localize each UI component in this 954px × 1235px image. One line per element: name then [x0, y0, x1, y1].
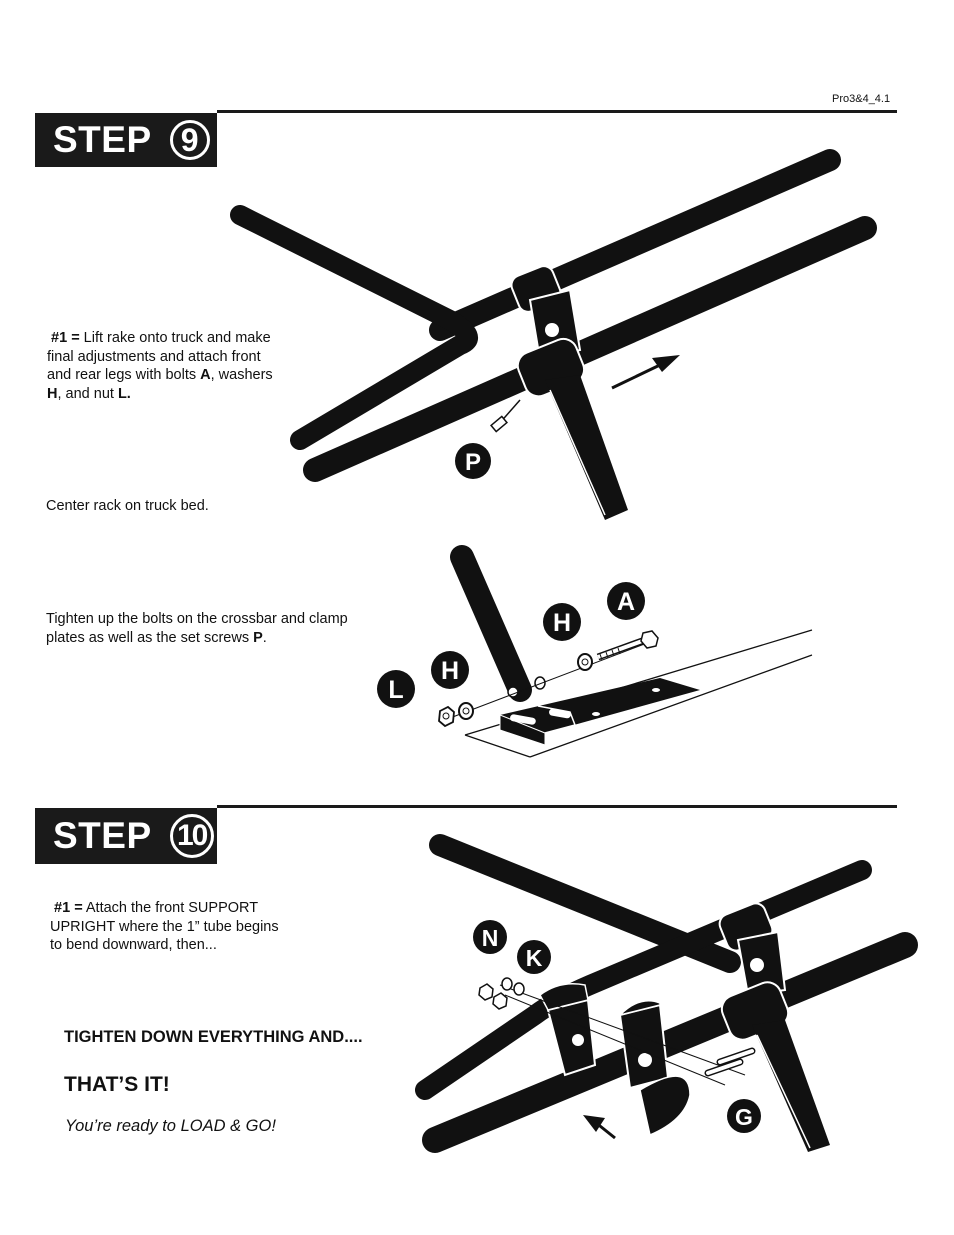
step10-rule: [217, 805, 897, 808]
label-n: N: [473, 920, 507, 954]
step9-word: STEP: [53, 119, 152, 160]
bolt-a-head: [640, 630, 659, 649]
front-clamp-cap-right: [617, 1000, 661, 1017]
step9-instr1-line1: Lift rake onto truck and make: [79, 330, 271, 346]
step9-number: 9: [169, 120, 210, 160]
step10-lead: #1 =: [54, 900, 83, 916]
step9-instruction-1: #1 = Lift rake onto truck and make final…: [47, 329, 307, 403]
tighten-heading: TIGHTEN DOWN EVERYTHING AND....: [64, 1028, 363, 1046]
step10-word: STEP: [53, 815, 152, 856]
label-h-lower-text: H: [441, 657, 459, 685]
direction-arrow-icon: [611, 362, 663, 390]
nut-n-2: [492, 992, 508, 1010]
step9-rack-illustration: [230, 149, 877, 520]
step9-screw-ref: P: [253, 629, 263, 646]
label-a: A: [607, 582, 645, 620]
bolt-axis: [449, 639, 656, 719]
label-l-text: L: [388, 676, 403, 704]
step9-bolt-ref: A: [200, 367, 211, 383]
label-p-text: P: [465, 449, 481, 476]
leg-tube: [450, 545, 532, 702]
label-k: K: [517, 940, 551, 974]
washer-k-1: [501, 977, 513, 991]
step10-bolt-axis-2: [504, 994, 726, 1086]
lower-crossbar-tube: [303, 216, 877, 482]
step10-lower-tube: [422, 932, 918, 1153]
front-clamp-plate-right: [618, 1003, 670, 1090]
front-clamp-cap-left: [539, 983, 589, 1011]
step9-header: STEP 9: [35, 113, 217, 167]
step10-bolt-axis-1: [499, 984, 746, 1076]
step10-instr1-line2: UPRIGHT where the 1” tube begins: [50, 918, 279, 935]
ready-tagline: You’re ready to LOAD & GO!: [65, 1117, 276, 1135]
label-g-text: G: [735, 1104, 753, 1130]
step10-instruction-1: #1 = Attach the front SUPPORT UPRIGHT wh…: [50, 899, 320, 955]
step9-instr3-line2a: plates as well as the set screws: [46, 629, 254, 646]
document-code: Pro3&4_4.1: [832, 93, 891, 105]
step10-instr1-line3: to bend downward, then...: [50, 937, 217, 953]
step9-instr3-line2b: .: [262, 629, 267, 646]
step10-header: STEP 10: [35, 808, 217, 864]
step9-instr1-line3b: , washers: [210, 367, 273, 383]
part-labels: P A H H L N K G: [377, 443, 761, 1133]
label-k-text: K: [526, 945, 543, 971]
label-h-lower: H: [431, 651, 469, 689]
label-n-text: N: [482, 925, 499, 951]
label-p: P: [455, 443, 491, 479]
step9-exploded-view: [438, 545, 813, 758]
step10-number: 10: [169, 814, 214, 858]
label-g: G: [727, 1099, 761, 1133]
thats-it-heading: THAT’S IT!: [64, 1073, 170, 1096]
step9-lead: #1 =: [51, 330, 80, 346]
step9-instr3-line1: Tighten up the bolts on the crossbar and…: [46, 611, 348, 627]
label-h-upper-text: H: [553, 609, 571, 637]
rear-support-leg: [752, 1020, 830, 1152]
step9-instruction-3: Tighten up the bolts on the crossbar and…: [46, 610, 386, 647]
step9-washer-ref: H: [47, 385, 58, 402]
step9-instr1-line2: final adjustments and attach front: [47, 348, 261, 365]
front-saddle: [639, 1075, 691, 1137]
step9-instr1-line4a: , and nut: [57, 385, 118, 402]
step10-rack-illustration: [415, 834, 918, 1153]
step10-instr1-line1: Attach the front SUPPORT: [82, 900, 259, 916]
step9-instruction-2: Center rack on truck bed.: [46, 498, 209, 514]
step9-nut-ref: L.: [117, 385, 131, 402]
step9-instr1-line3a: and rear legs with bolts: [47, 367, 201, 383]
support-leg: [545, 375, 628, 520]
label-l: L: [377, 670, 415, 708]
plate-hole: [545, 323, 559, 337]
rake-tube: [230, 205, 478, 450]
nut-n-1: [478, 983, 494, 1001]
upper-crossbar-tube: [429, 149, 841, 341]
label-h-upper: H: [543, 603, 581, 641]
bed-clamp-plate: [500, 678, 700, 733]
washer-k-2: [513, 982, 525, 996]
step9-rule: [217, 110, 897, 113]
label-a-text: A: [617, 588, 635, 616]
